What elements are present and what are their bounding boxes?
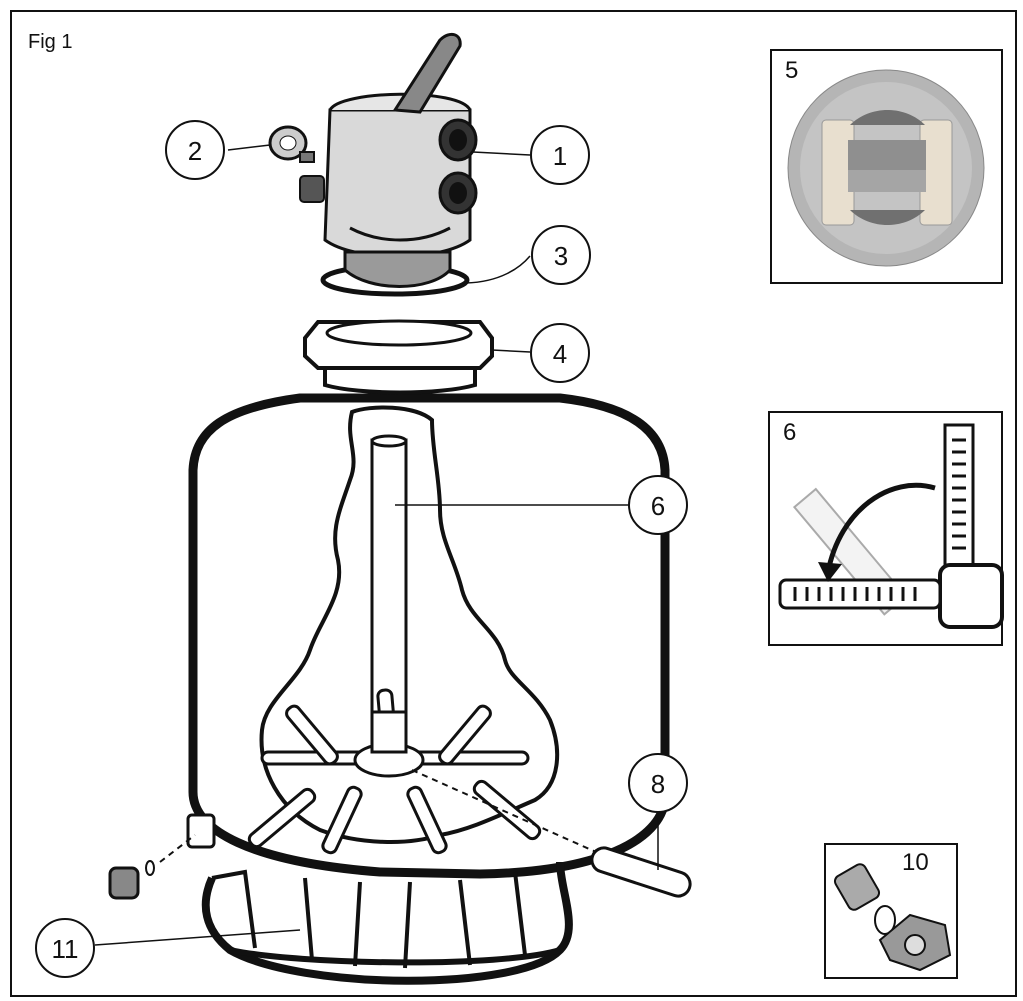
inset-10-label: 10 [902, 849, 929, 876]
callout-4-label: 4 [553, 339, 567, 369]
lateral-part [411, 769, 692, 898]
callout-1: 1 [530, 125, 590, 185]
callout-8: 8 [628, 753, 688, 813]
inset-6: 6 [768, 411, 1004, 646]
callout-1-label: 1 [553, 141, 567, 171]
figure-frame [10, 10, 1017, 997]
callout-3-label: 3 [554, 241, 568, 271]
callout-11-label: 11 [52, 934, 79, 964]
callout-2-label: 2 [188, 136, 202, 166]
figure-title: Fig 1 [28, 31, 72, 53]
callout-3: 3 [531, 225, 591, 285]
leader-lines [94, 144, 659, 946]
inset-6-label: 6 [783, 419, 796, 446]
drain-fitting [186, 813, 216, 849]
filter-tank [186, 393, 670, 879]
callout-6-label: 6 [651, 491, 665, 521]
pressure-gauge [268, 125, 315, 163]
inset-10: 10 [824, 843, 958, 979]
callout-2: 2 [165, 120, 225, 180]
callout-8-label: 8 [651, 769, 665, 799]
inset-5: 5 [770, 49, 1003, 284]
laterals [247, 688, 542, 855]
callout-4: 4 [530, 323, 590, 383]
filter-base [201, 861, 573, 985]
callout-6: 6 [628, 475, 688, 535]
tank-cutaway [259, 405, 560, 844]
drain-cap-parts [108, 834, 196, 900]
callout-11: 11 [35, 918, 95, 978]
inset-5-label: 5 [785, 57, 798, 84]
multiport-valve [299, 32, 478, 288]
tank-ring [303, 319, 494, 395]
